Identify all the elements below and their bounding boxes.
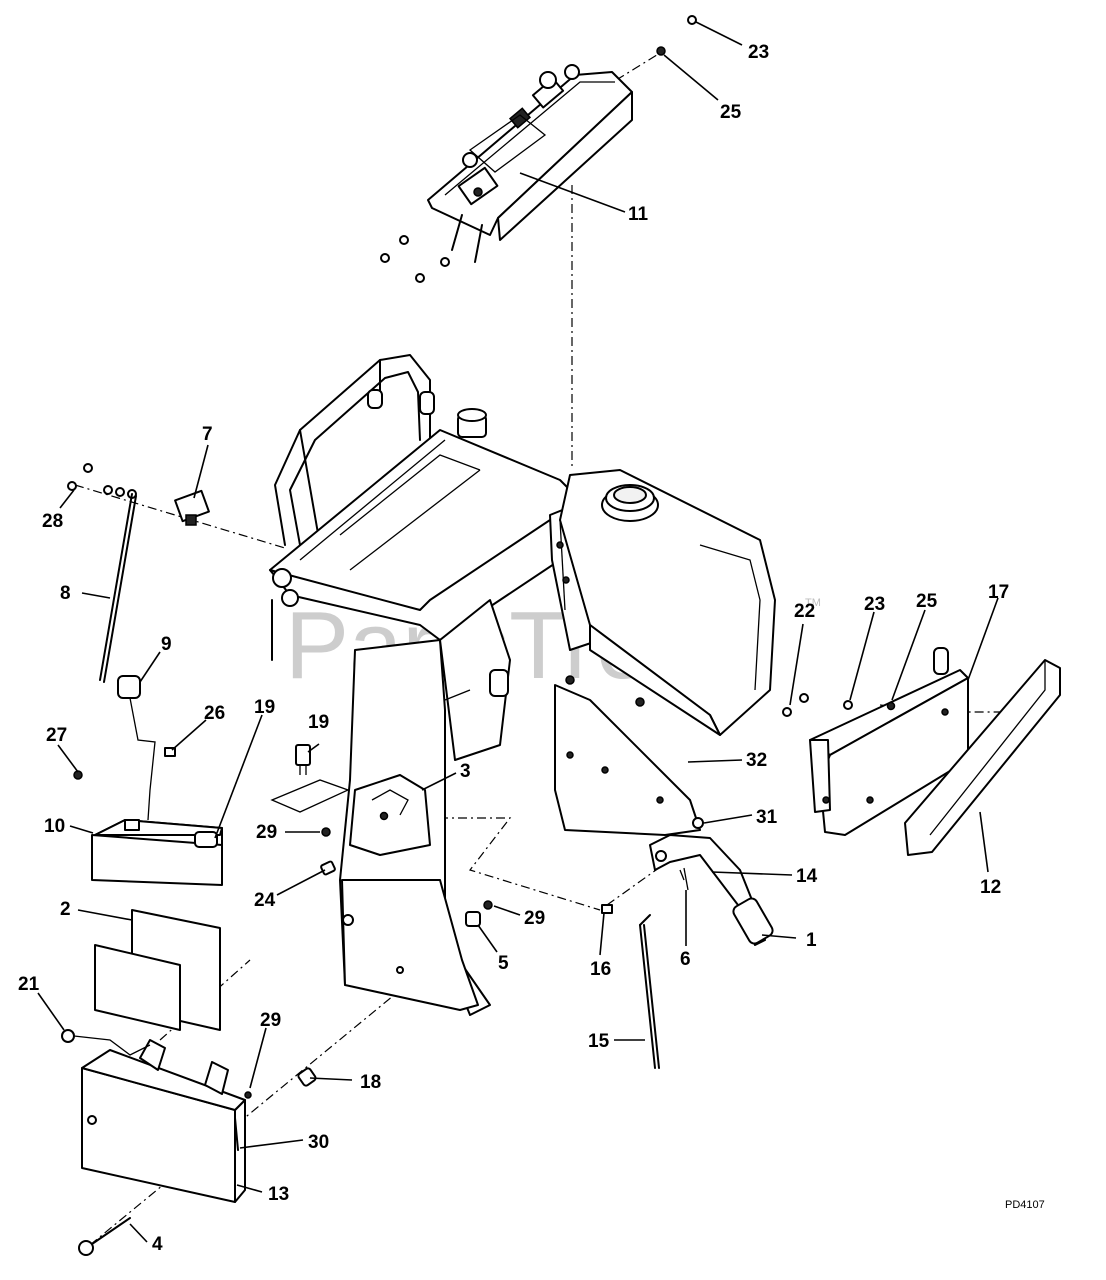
callout-6: 6 <box>680 949 691 970</box>
callout-5: 5 <box>498 953 509 974</box>
callout-labels: 23 25 11 7 28 8 9 26 19 27 10 2 21 29 30… <box>18 42 1009 1255</box>
switch-assembly <box>67 463 210 683</box>
callout-13: 13 <box>268 1184 289 1205</box>
callout-19: 19 <box>308 712 329 733</box>
callout-3: 3 <box>460 761 471 782</box>
fuel-tank <box>559 469 776 736</box>
callout-28: 28 <box>42 511 63 532</box>
callout-31: 31 <box>756 807 778 828</box>
callout-29: 29 <box>256 822 277 843</box>
callout-8: 8 <box>60 583 71 604</box>
callout-16: 16 <box>590 959 611 980</box>
callout-7: 7 <box>202 424 213 445</box>
right-fasteners <box>782 693 896 717</box>
callout-2: 2 <box>60 899 71 920</box>
callout-4: 4 <box>152 1234 163 1255</box>
leader-lines <box>37 21 999 1243</box>
callout-29: 29 <box>260 1010 281 1031</box>
callout-17: 17 <box>988 582 1009 603</box>
callout-18: 18 <box>360 1072 381 1093</box>
bolt-and-washer-top <box>656 15 697 56</box>
battery-cable <box>73 675 176 821</box>
callout-21: 21 <box>18 974 40 995</box>
callout-26: 26 <box>204 703 225 724</box>
battery-box <box>81 1039 252 1203</box>
battery <box>91 819 223 886</box>
callout-19: 19 <box>254 697 275 718</box>
callout-30: 30 <box>308 1132 329 1153</box>
callout-27: 27 <box>46 725 67 746</box>
main-frame <box>269 354 701 1016</box>
callout-10: 10 <box>44 816 65 837</box>
callout-29: 29 <box>524 908 545 929</box>
callout-23: 23 <box>748 42 769 63</box>
callout-11: 11 <box>628 204 649 225</box>
callout-25: 25 <box>916 591 938 612</box>
ground-cable <box>61 1029 151 1056</box>
callout-15: 15 <box>588 1031 610 1052</box>
drawing-code: PD4107 <box>1005 1199 1045 1211</box>
battery-pads <box>94 909 221 1031</box>
side-pad <box>904 659 1061 856</box>
lever-assembly <box>601 817 774 1069</box>
callout-25: 25 <box>720 102 742 123</box>
callout-14: 14 <box>796 866 818 887</box>
callout-32: 32 <box>746 750 767 771</box>
side-bracket <box>809 647 969 836</box>
callout-12: 12 <box>980 877 1001 898</box>
callout-24: 24 <box>254 890 276 911</box>
long-bolt <box>78 1067 317 1256</box>
callout-1: 1 <box>806 930 817 951</box>
callout-22: 22 <box>794 601 815 622</box>
watermark-tm: TM <box>805 597 821 609</box>
control-panel <box>380 64 633 283</box>
callout-23: 23 <box>864 594 885 615</box>
callout-9: 9 <box>161 634 172 655</box>
